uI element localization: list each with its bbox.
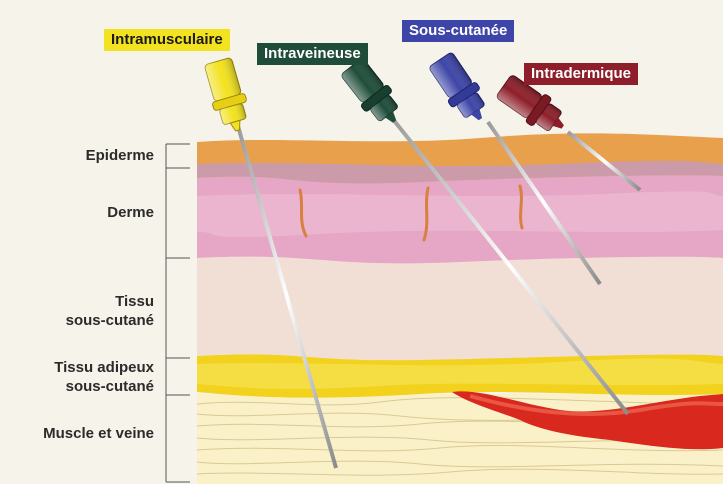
label-tissu-sous-cutane: Tissu sous-cutané <box>4 292 154 330</box>
subcutaneous-layer <box>197 253 723 360</box>
label-muscle-veine: Muscle et veine <box>4 424 154 443</box>
label-tissu-adipeux: Tissu adipeux sous-cutané <box>4 358 154 396</box>
label-derme: Derme <box>4 203 154 222</box>
tag-intradermique: Intradermique <box>524 63 638 85</box>
label-epiderme: Epiderme <box>4 146 154 165</box>
tag-sous-cutanee: Sous-cutanée <box>402 20 514 42</box>
tag-intramusculaire: Intramusculaire <box>104 29 230 51</box>
tag-intraveineuse: Intraveineuse <box>257 43 368 65</box>
